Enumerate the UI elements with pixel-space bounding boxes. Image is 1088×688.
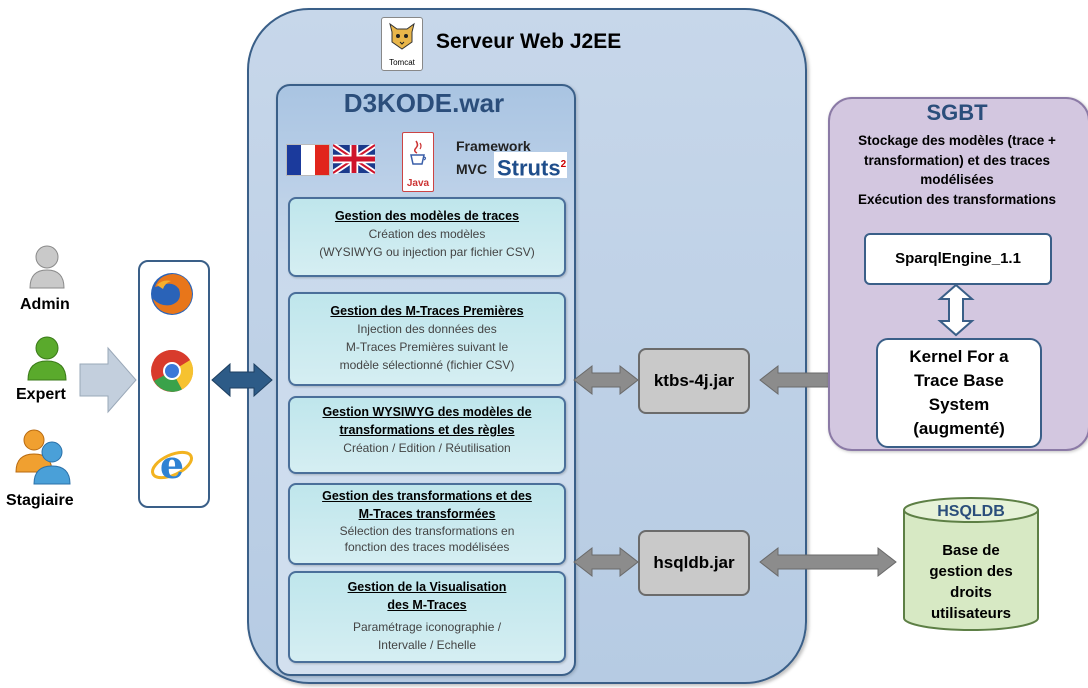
module-visualisation: Gestion de la Visualisation des M-Traces… bbox=[288, 571, 566, 663]
hsqldb-desc-line: utilisateurs bbox=[930, 605, 1012, 622]
kernel-line: Trace Base bbox=[914, 371, 1004, 390]
mvc-label: MVC bbox=[456, 161, 488, 177]
module-title: Gestion WYSIWYG des modèles de bbox=[322, 405, 532, 419]
sgbt-desc-line: Stockage des modèles (trace + bbox=[858, 133, 1056, 148]
user-label-expert: Expert bbox=[16, 386, 66, 403]
hsqldb-jar-box: hsqldb.jar bbox=[638, 530, 750, 596]
module-title: M-Traces transformées bbox=[358, 507, 496, 521]
sgbt-description: Stockage des modèles (trace + transforma… bbox=[832, 131, 1082, 209]
struts-logo: Struts2 bbox=[494, 152, 567, 181]
user-label-admin: Admin bbox=[20, 296, 70, 313]
module-title: Gestion des modèles de traces bbox=[334, 209, 520, 223]
users-to-browser-arrow bbox=[79, 346, 137, 414]
tomcat-logo: Tomcat bbox=[381, 17, 423, 71]
hsqldb-description: Base de gestion des droits utilisateurs bbox=[905, 540, 1037, 624]
expert-user-icon bbox=[27, 336, 67, 381]
kernel-line: Kernel For a bbox=[909, 347, 1009, 366]
module-trace-models: Gestion des modèles de traces Création d… bbox=[288, 197, 566, 277]
sgbt-desc-line: transformation) et des traces bbox=[863, 152, 1051, 168]
hsqldb-database-icon bbox=[903, 497, 1039, 631]
firefox-icon bbox=[151, 273, 193, 315]
uk-flag-icon bbox=[333, 144, 375, 174]
framework-label: Framework bbox=[456, 138, 531, 154]
struts-version: 2 bbox=[560, 159, 567, 170]
module-title: des M-Traces bbox=[387, 598, 467, 612]
hsqldb-desc-line: Base de bbox=[942, 542, 1000, 559]
sgbt-desc-line: modélisées bbox=[920, 172, 994, 187]
hsqldb-title: HSQLDB bbox=[937, 503, 1005, 520]
module-title: Gestion des M-Traces Premières bbox=[330, 304, 524, 318]
sgbt-title: SGBT bbox=[926, 100, 988, 125]
struts-label: Struts bbox=[497, 155, 561, 181]
module-title: transformations et des règles bbox=[339, 423, 515, 437]
hsqldb-desc-line: droits bbox=[950, 584, 992, 601]
chrome-icon bbox=[151, 349, 194, 392]
java-label: Java bbox=[406, 178, 430, 189]
module-desc-line: Création / Edition / Réutilisation bbox=[343, 441, 511, 455]
module-desc-line: Intervalle / Echelle bbox=[377, 638, 477, 652]
module-desc-line: M-Traces Premières suivant le bbox=[345, 340, 509, 354]
sparql-engine-box: SparqlEngine_1.1 bbox=[864, 233, 1052, 285]
module-wysiwyg-transformations: Gestion WYSIWYG des modèles de transform… bbox=[288, 396, 566, 474]
kernel-box: Kernel For a Trace Base System (augmenté… bbox=[876, 338, 1042, 448]
module-desc-line: modèle sélectionné (fichier CSV) bbox=[339, 358, 515, 372]
module-desc-line: (WYSIWYG ou injection par fichier CSV) bbox=[319, 245, 535, 259]
module-desc-line: Création des modèles bbox=[368, 227, 486, 241]
module-desc-line: Paramétrage iconographie / bbox=[352, 620, 502, 634]
module-desc-line: Injection des données des bbox=[357, 322, 497, 336]
admin-user-icon bbox=[29, 245, 65, 289]
server-title: Serveur Web J2EE bbox=[436, 30, 622, 53]
java-logo: Java bbox=[402, 132, 434, 192]
module-title: Gestion de la Visualisation bbox=[347, 580, 507, 594]
sparql-kernel-double-arrow bbox=[937, 283, 975, 337]
user-label-stagiaire: Stagiaire bbox=[6, 492, 74, 509]
tomcat-cat-icon bbox=[389, 22, 415, 50]
module-transformations: Gestion des transformations et des M-Tra… bbox=[288, 483, 566, 565]
module-desc-line: fonction des traces modélisées bbox=[344, 540, 510, 554]
module-title: Gestion des transformations et des bbox=[322, 489, 532, 503]
hsqldb-desc-line: gestion des bbox=[929, 563, 1013, 580]
stagiaire-group-icon bbox=[15, 429, 71, 485]
kernel-line: (augmenté) bbox=[913, 419, 1005, 438]
french-flag-icon bbox=[286, 144, 330, 176]
tomcat-label: Tomcat bbox=[389, 58, 415, 67]
module-m-traces-premieres: Gestion des M-Traces Premières Injection… bbox=[288, 292, 566, 386]
kernel-line: System bbox=[928, 395, 990, 414]
ktbs-jar-box: ktbs-4j.jar bbox=[638, 348, 750, 414]
java-cup-icon bbox=[410, 140, 427, 165]
war-title: D3KODE.war bbox=[343, 88, 505, 118]
svg-text:e: e bbox=[160, 442, 184, 487]
module-desc-line: Sélection des transformations en bbox=[339, 524, 515, 538]
internet-explorer-icon: e bbox=[151, 442, 193, 487]
sgbt-desc-line: Exécution des transformations bbox=[857, 191, 1057, 207]
